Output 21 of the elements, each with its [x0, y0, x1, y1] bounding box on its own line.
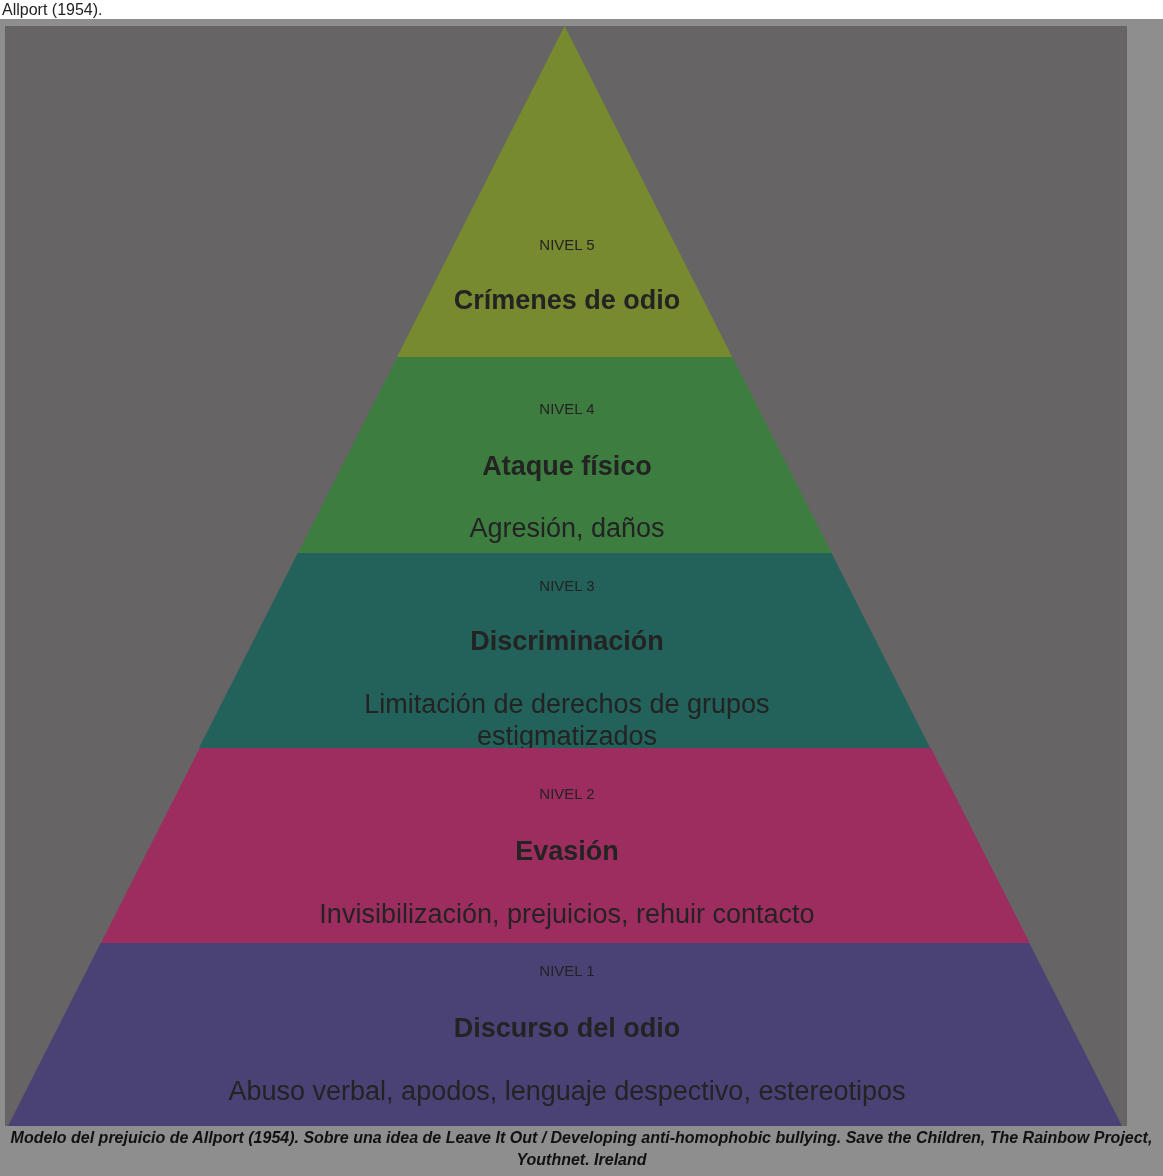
level-description: Limitación de derechos de grupos estigmatizados — [363, 688, 771, 752]
level-label: NIVEL 3 — [539, 576, 595, 594]
pyramid-level — [397, 26, 733, 357]
level-title: Ataque físico — [482, 450, 652, 482]
level-title: Discurso del odio — [453, 1012, 681, 1044]
level-description: Agresión, daños — [469, 512, 665, 544]
caption: Modelo del prejuicio de Allport (1954). Sobre una idea de Leave It Out / Developing anti-homophobic bullying. Save the Children, The Rainbow Project, Youthnet. Ireland — [9, 1128, 1154, 1170]
level-description: Abuso verbal, apodos, lenguaje despectivo, estereotipos — [228, 1075, 906, 1107]
level-label: NIVEL 2 — [539, 784, 595, 802]
level-title: Crímenes de odio — [453, 284, 681, 316]
level-label: NIVEL 4 — [539, 399, 595, 417]
heading-text: Allport (1954). — [2, 0, 103, 19]
pyramid-level — [199, 553, 931, 748]
level-title: Discriminación — [470, 625, 664, 657]
pyramid-level — [298, 357, 832, 553]
pyramid-level — [100, 748, 1030, 943]
level-title: Evasión — [515, 835, 619, 867]
level-label: NIVEL 1 — [539, 961, 595, 979]
pyramid-level — [8, 943, 1122, 1126]
level-description: Invisibilización, prejuicios, rehuir contacto — [319, 898, 815, 930]
level-label: NIVEL 5 — [539, 235, 595, 253]
